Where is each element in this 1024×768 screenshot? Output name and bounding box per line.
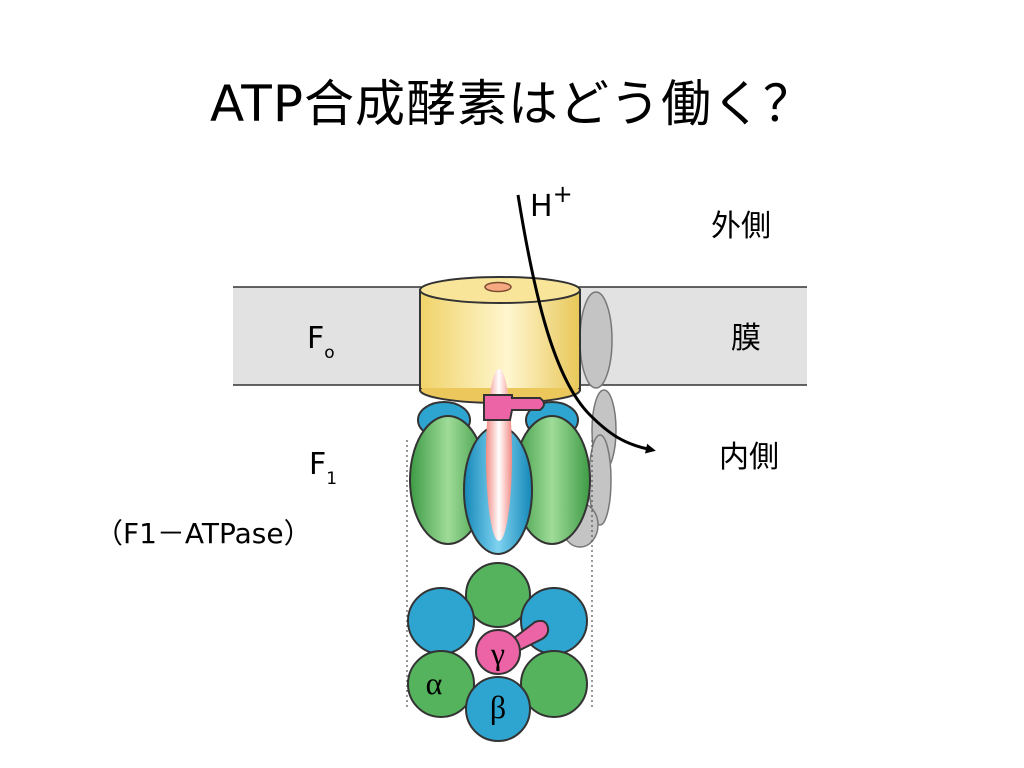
f1-side-view bbox=[409, 369, 591, 555]
alpha-subunit bbox=[465, 562, 531, 628]
f1-label: F1 bbox=[309, 447, 338, 489]
alpha-subunit bbox=[407, 650, 475, 718]
alpha-label: α bbox=[426, 665, 443, 701]
fo-label: Fo bbox=[307, 321, 335, 363]
inside-label: 内側 bbox=[719, 440, 779, 475]
proton-label: H+ bbox=[530, 180, 573, 224]
slide-title: ATP合成酵素はどう働く？ bbox=[209, 75, 814, 133]
f1-atpase-label: （F1－ATPase） bbox=[95, 517, 312, 550]
gamma-subunit bbox=[475, 629, 521, 675]
alpha-subunit bbox=[520, 650, 588, 718]
f1-cross-section bbox=[407, 562, 588, 742]
gamma-label: γ bbox=[490, 635, 505, 671]
proton-path-arrow bbox=[516, 194, 656, 454]
membrane-label: 膜 bbox=[731, 321, 761, 356]
beta-subunit bbox=[407, 587, 475, 655]
outside-label: 外側 bbox=[711, 209, 771, 244]
beta-subunit bbox=[465, 676, 531, 742]
beta-label: β bbox=[490, 689, 506, 725]
